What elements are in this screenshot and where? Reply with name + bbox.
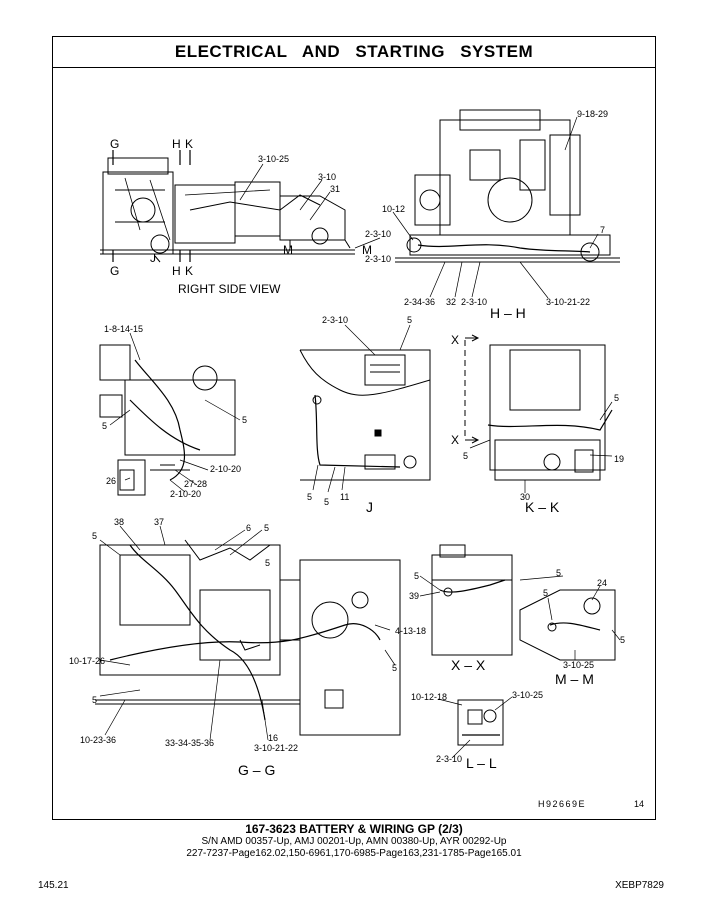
callout: 10-12	[382, 204, 405, 214]
kk-view-drawing	[464, 334, 613, 481]
leader-lines	[99, 116, 621, 759]
callout: 11	[340, 492, 349, 502]
page-title: ELECTRICAL AND STARTING SYSTEM	[53, 37, 655, 68]
drawing-frame: ELECTRICAL AND STARTING SYSTEM	[52, 36, 656, 820]
callout: 19	[614, 454, 624, 464]
callout: 30	[520, 492, 530, 502]
ll-view-drawing	[457, 699, 504, 746]
callout: 10-23-36	[80, 735, 116, 745]
callout: 2-3-10	[461, 297, 487, 307]
hh-view-caption: H – H	[490, 305, 526, 321]
callout: 3-10-21-22	[546, 297, 590, 307]
callout: 7	[600, 225, 605, 235]
mm-view-caption: M – M	[555, 671, 594, 687]
callout: 5	[614, 393, 619, 403]
callout: 26	[106, 476, 116, 486]
serial-numbers: S/N AMD 00357-Up, AMJ 00201-Up, AMN 0038…	[201, 836, 507, 847]
callout: 2-3-10	[436, 754, 462, 764]
section-x-top-label: X	[451, 333, 459, 347]
xx-view-caption: X – X	[451, 657, 486, 673]
callout: 10-17-26	[69, 656, 105, 666]
callout: 3-10-25	[563, 660, 594, 670]
callout: 37	[154, 517, 164, 527]
callout: 1-8-14-15	[104, 324, 143, 334]
callout: 2-3-10	[365, 254, 391, 264]
callout: 5	[407, 315, 412, 325]
j-view-drawing	[299, 349, 431, 481]
hh-view-drawing	[395, 109, 620, 263]
page-number: 145.21	[38, 880, 69, 891]
callout: 5	[102, 421, 107, 431]
right-side-view-drawing	[100, 150, 355, 263]
callout: 5	[620, 635, 625, 645]
section-h-bottom-label: H	[172, 264, 181, 278]
callout: 2-3-10	[365, 229, 391, 239]
callout: 2-3-10	[322, 315, 348, 325]
section-m1-label: M	[283, 243, 293, 257]
callout: 6	[246, 523, 251, 533]
illustration-id: H92669E	[538, 799, 587, 809]
section-k-bottom-label: K	[185, 264, 193, 278]
right-side-view-caption: RIGHT SIDE VIEW	[178, 282, 281, 296]
section-g-bottom-label: G	[110, 264, 119, 278]
callout: 5	[307, 492, 312, 502]
mm-view-drawing	[519, 589, 616, 661]
section-j-label: J	[150, 251, 156, 265]
callout: 3-10-25	[258, 154, 289, 164]
gg-view-drawing	[95, 539, 401, 736]
callout: 3-10-21-22	[254, 743, 298, 753]
callout: 9-18-29	[577, 109, 608, 119]
callout: 33-34-35-36	[165, 738, 214, 748]
callout: 5	[92, 695, 97, 705]
section-m2-label: M	[362, 243, 372, 257]
kk-view-caption: K – K	[525, 499, 560, 515]
left-middle-view-drawing	[99, 344, 236, 496]
callout: 38	[114, 517, 124, 527]
callout: 3-10-25	[512, 690, 543, 700]
section-k-top-label: K	[185, 137, 193, 151]
callout: 39	[409, 591, 419, 601]
callout: 5	[414, 571, 419, 581]
footer: 167-3623 BATTERY & WIRING GP (2/3) S/N A…	[0, 822, 708, 860]
section-x-bottom-label: X	[451, 433, 459, 447]
j-view-caption: J	[366, 499, 373, 515]
callout: 4-13-18	[395, 626, 426, 636]
callout: 31	[330, 184, 340, 194]
callout: 10-12-18	[411, 692, 447, 702]
callout: 27-28	[184, 479, 207, 489]
callout: 5	[265, 558, 270, 568]
callout: 5	[543, 588, 548, 598]
callout: 5	[242, 415, 247, 425]
callout: 5	[324, 497, 329, 507]
part-title: 167-3623 BATTERY & WIRING GP (2/3)	[245, 822, 463, 836]
section-h-top-label: H	[172, 137, 181, 151]
callout: 3-10	[318, 172, 336, 182]
callout: 5	[463, 451, 468, 461]
callout: 5	[264, 523, 269, 533]
callout: 5	[92, 531, 97, 541]
document-id: XEBP7829	[615, 880, 664, 891]
callout: 2-10-20	[170, 489, 201, 499]
ll-view-caption: L – L	[466, 755, 497, 771]
illustration-sheet: 14	[634, 799, 645, 809]
callout: 2-34-36	[404, 297, 435, 307]
callout: 5	[392, 663, 397, 673]
callout: 5	[556, 568, 561, 578]
callout: 2-10-20	[210, 464, 241, 474]
page-references: 227-7237-Page162.02,150-6961,170-6985-Pa…	[186, 848, 522, 859]
section-g-top-label: G	[110, 137, 119, 151]
xx-view-drawing	[431, 544, 513, 656]
callout: 32	[446, 297, 456, 307]
gg-view-caption: G – G	[238, 762, 275, 778]
callout: 16	[268, 733, 278, 743]
callout: 24	[597, 578, 607, 588]
